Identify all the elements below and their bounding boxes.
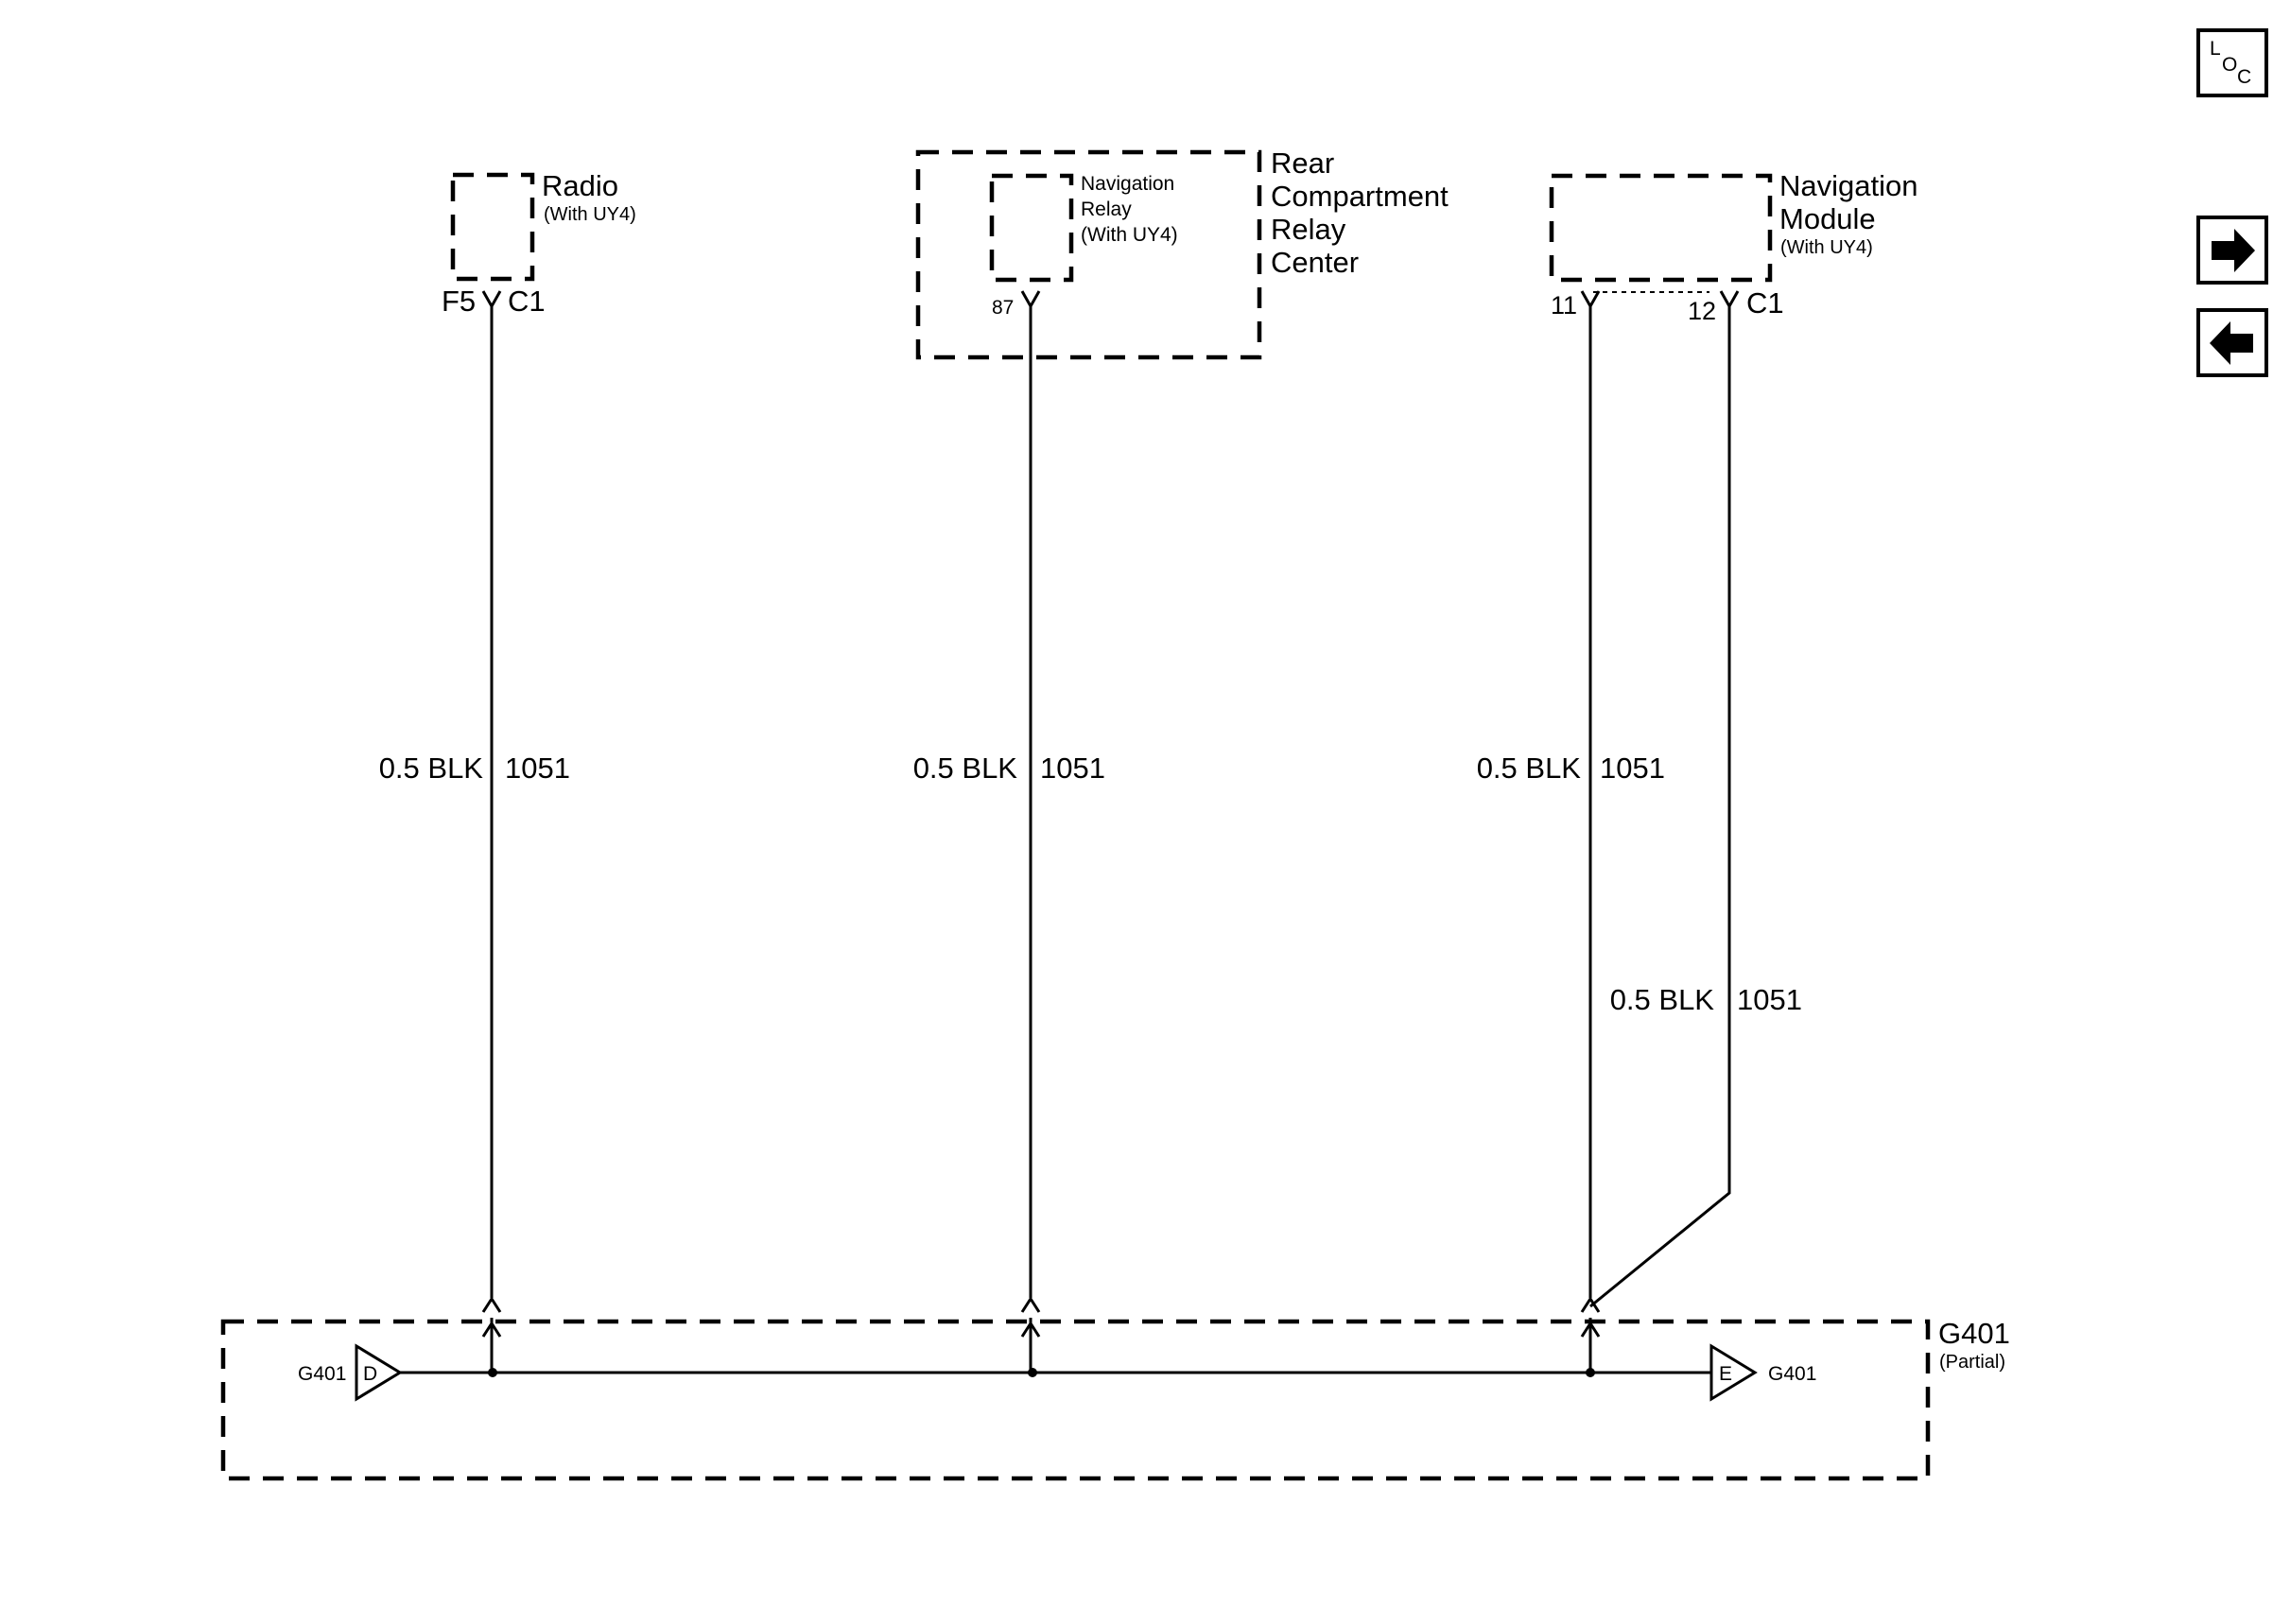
navigation-relay-box: [989, 173, 1074, 283]
ground-nav-arrow: [1580, 1321, 1601, 1338]
navigation-relay-name-2: Relay: [1081, 199, 1132, 220]
ground-ref-e-triangle: [1709, 1343, 1758, 1402]
radio-component: Radio (With UY4) F5 C1: [442, 169, 636, 318]
wire-nav-12-circuit: 1051: [1737, 983, 1802, 1016]
wire-navigation-module-pin-11: 0.5 BLK 1051: [1477, 306, 1665, 1313]
ground-g401: G401 (Partial) D G401 E G401: [220, 1317, 2010, 1481]
relay-center-box: [915, 149, 1262, 360]
relay-center-component: Rear Compartment Relay Center Navigation…: [915, 147, 1449, 360]
ground-g401-name: G401: [1938, 1317, 2010, 1350]
radio-option: (With UY4): [544, 204, 636, 225]
ground-g401-box: [220, 1319, 1931, 1481]
arrow-left-icon: [2210, 321, 2253, 365]
navigation-module-name-2: Module: [1779, 202, 1876, 235]
ground-ref-e-letter: E: [1719, 1363, 1732, 1385]
arrow-right-icon: [2212, 229, 2255, 272]
navigation-relay-option: (With UY4): [1081, 224, 1178, 246]
navigation-module-component: Navigation Module (With UY4) 11 12 C1: [1549, 169, 1917, 325]
wire-radio-circuit: 1051: [505, 752, 570, 785]
wire-nav-11-circuit: 1051: [1600, 752, 1665, 785]
navigation-relay-name-1: Navigation: [1081, 173, 1174, 195]
navigation-module-pin-11-terminal: [1580, 290, 1601, 310]
radio-name: Radio: [542, 169, 618, 202]
relay-center-name-4: Center: [1271, 246, 1359, 279]
navigation-module-box: [1549, 173, 1773, 283]
ground-radio-splice: [488, 1368, 497, 1377]
radio-pin: F5: [442, 285, 476, 318]
navigation-module-pin-12: 12: [1688, 297, 1716, 325]
navigation-module-pin-11: 11: [1551, 291, 1577, 320]
ground-nav-splice: [1586, 1368, 1595, 1377]
radio-connector: C1: [508, 285, 546, 318]
forward-button[interactable]: [2196, 216, 2268, 285]
radio-pin-terminal: [481, 290, 502, 310]
relay-center-name-3: Relay: [1271, 213, 1346, 246]
ground-g401-note: (Partial): [1939, 1352, 2005, 1373]
wire-relay-circuit: 1051: [1040, 752, 1105, 785]
location-icon: [2196, 28, 2268, 97]
wire-radio-ground-terminal: [481, 1296, 502, 1313]
relay-center-name-2: Compartment: [1271, 180, 1449, 213]
wire-nav-11-gauge-color: 0.5 BLK: [1477, 752, 1582, 785]
navigation-module-option: (With UY4): [1780, 237, 1873, 258]
back-button[interactable]: [2196, 308, 2268, 377]
wire-relay-ground-terminal: [1020, 1296, 1041, 1313]
wire-nav-11-ground-terminal: [1580, 1296, 1601, 1313]
ground-relay-splice: [1028, 1368, 1037, 1377]
relay-center-name-1: Rear: [1271, 147, 1334, 180]
location-icon-c: C: [2237, 66, 2251, 88]
location-icon-o: O: [2222, 54, 2237, 76]
wire-nav-12-line: [1589, 306, 1731, 1308]
ground-ref-e-label: G401: [1768, 1363, 1816, 1385]
wire-radio-gauge-color: 0.5 BLK: [379, 752, 484, 785]
wire-navigation-module-pin-12: 0.5 BLK 1051: [1589, 306, 1802, 1308]
relay-pin-terminal: [1020, 290, 1041, 310]
location-icon-l: L: [2210, 38, 2221, 60]
wire-radio: 0.5 BLK 1051: [379, 306, 570, 1313]
radio-box: [450, 172, 535, 282]
ground-relay-arrow: [1020, 1321, 1041, 1338]
ground-ref-d-letter: D: [363, 1363, 377, 1385]
ground-ref-d-label: G401: [298, 1363, 346, 1385]
ground-radio-arrow: [481, 1321, 502, 1338]
ground-ref-d-triangle: [355, 1343, 403, 1402]
navigation-module-name-1: Navigation: [1779, 169, 1917, 202]
wire-nav-12-gauge-color: 0.5 BLK: [1610, 983, 1715, 1016]
navigation-module-connector: C1: [1746, 286, 1784, 320]
wire-relay-gauge-color: 0.5 BLK: [913, 752, 1018, 785]
navigation-module-pin-12-terminal: [1719, 290, 1740, 310]
wire-relay: 0.5 BLK 1051: [913, 306, 1105, 1313]
location-button[interactable]: L O C: [2196, 28, 2268, 97]
navigation-relay-pin: 87: [992, 297, 1014, 319]
